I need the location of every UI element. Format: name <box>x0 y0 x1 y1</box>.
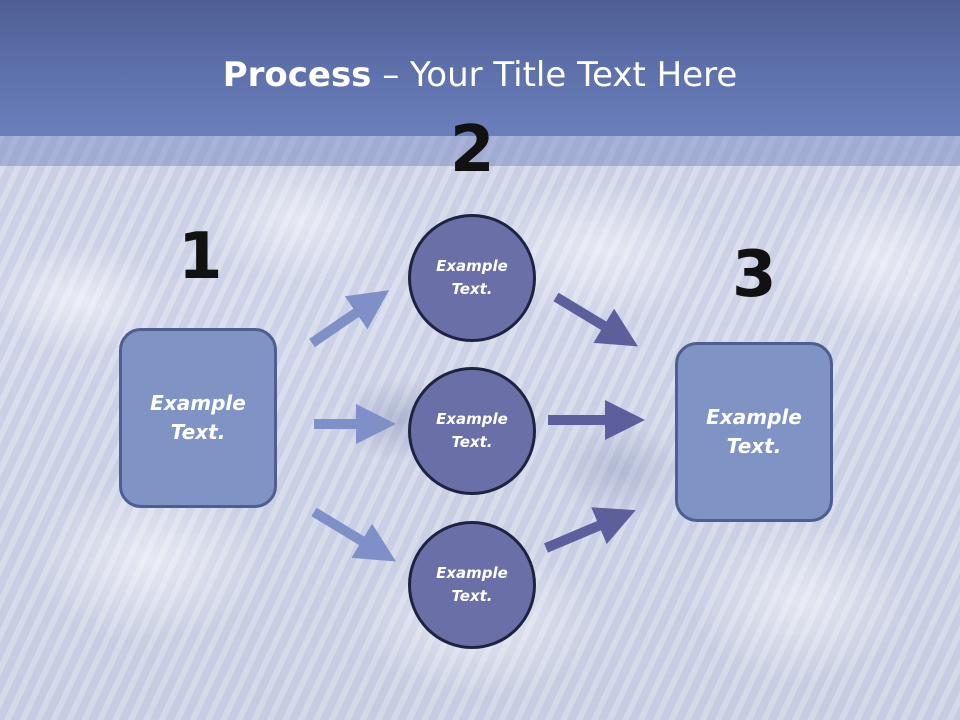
step-number-2: 2 <box>450 113 495 187</box>
step-number-1: 1 <box>178 220 223 294</box>
arrow-circle1-to-box3 <box>553 292 638 347</box>
step-number-3: 3 <box>732 238 777 312</box>
step-1-box: Example Text. <box>119 328 277 508</box>
step-3-box-text: Example Text. <box>706 405 802 458</box>
step-3-box: Example Text. <box>675 342 833 522</box>
arrow-box1-to-circle3 <box>311 507 396 562</box>
title-bold: Process <box>222 55 372 95</box>
step-1-box-text: Example Text. <box>150 391 246 444</box>
page-title: Process – Your Title Text Here <box>0 54 960 96</box>
header-bar <box>0 0 960 136</box>
arrow-circle3-to-box3 <box>544 507 636 553</box>
arrow-box1-to-circle1 <box>309 290 390 348</box>
header-band <box>0 136 960 166</box>
step-2-circle-middle: Example Text. <box>408 367 536 495</box>
circle-bottom-text: Example Text. <box>436 564 508 605</box>
circle-top-text: Example Text. <box>436 257 508 298</box>
step-2-circle-top: Example Text. <box>408 214 536 342</box>
step-2-circle-bottom: Example Text. <box>408 521 536 649</box>
circle-middle-text: Example Text. <box>436 410 508 451</box>
title-rest: – Your Title Text Here <box>371 55 738 95</box>
